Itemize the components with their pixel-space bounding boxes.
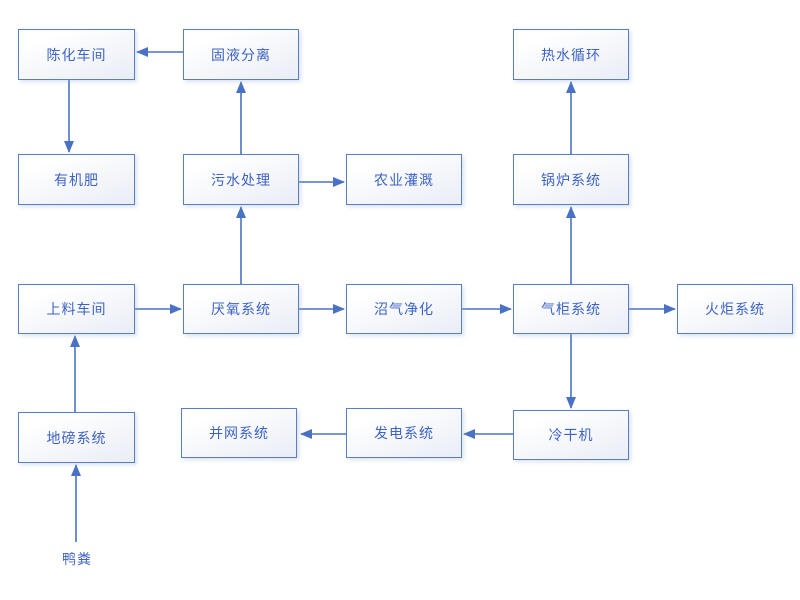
duck-manure-label: 鸭粪 [62, 551, 92, 567]
node-boiler-system[interactable]: 锅炉系统 [513, 154, 629, 205]
node-flare-system[interactable]: 火炬系统 [677, 284, 793, 334]
node-agricultural-irrigation[interactable]: 农业灌溉 [346, 154, 462, 205]
node-hot-water-circulation-label: 热水循环 [541, 46, 601, 63]
node-grid-connection-system[interactable]: 并网系统 [181, 408, 297, 458]
node-biogas-purification[interactable]: 沼气净化 [346, 284, 462, 334]
node-power-generation-system[interactable]: 发电系统 [346, 408, 462, 458]
node-refrigerated-dryer-label: 冷干机 [548, 427, 594, 443]
node-weighbridge-system[interactable]: 地磅系统 [18, 412, 135, 463]
node-biogas-purification-label: 沼气净化 [374, 301, 434, 317]
node-solid-liquid-separation-label: 固液分离 [211, 46, 271, 63]
node-grid-connection-system-label: 并网系统 [209, 425, 269, 441]
node-organic-fertilizer[interactable]: 有机肥 [18, 154, 135, 205]
node-organic-fertilizer-label: 有机肥 [54, 171, 99, 188]
node-gas-holder-system[interactable]: 气柜系统 [513, 284, 629, 334]
node-aging-workshop[interactable]: 陈化车间 [18, 29, 135, 80]
node-feeding-workshop-label: 上料车间 [46, 301, 107, 317]
node-agricultural-irrigation-label: 农业灌溉 [374, 171, 434, 188]
node-solid-liquid-separation[interactable]: 固液分离 [183, 29, 299, 80]
node-aging-workshop-label: 陈化车间 [46, 46, 107, 63]
node-refrigerated-dryer[interactable]: 冷干机 [513, 410, 629, 460]
node-boiler-system-label: 锅炉系统 [541, 171, 601, 188]
node-weighbridge-system-label: 地磅系统 [46, 429, 107, 446]
node-gas-holder-system-label: 气柜系统 [541, 301, 601, 317]
node-flare-system-label: 火炬系统 [705, 301, 765, 317]
node-hot-water-circulation[interactable]: 热水循环 [513, 29, 629, 80]
node-feeding-workshop[interactable]: 上料车间 [18, 284, 135, 334]
node-sewage-treatment-label: 污水处理 [211, 171, 271, 188]
node-sewage-treatment[interactable]: 污水处理 [183, 154, 299, 205]
node-anaerobic-system-label: 厌氧系统 [211, 301, 271, 317]
node-anaerobic-system[interactable]: 厌氧系统 [183, 284, 299, 334]
node-power-generation-system-label: 发电系统 [374, 425, 434, 441]
